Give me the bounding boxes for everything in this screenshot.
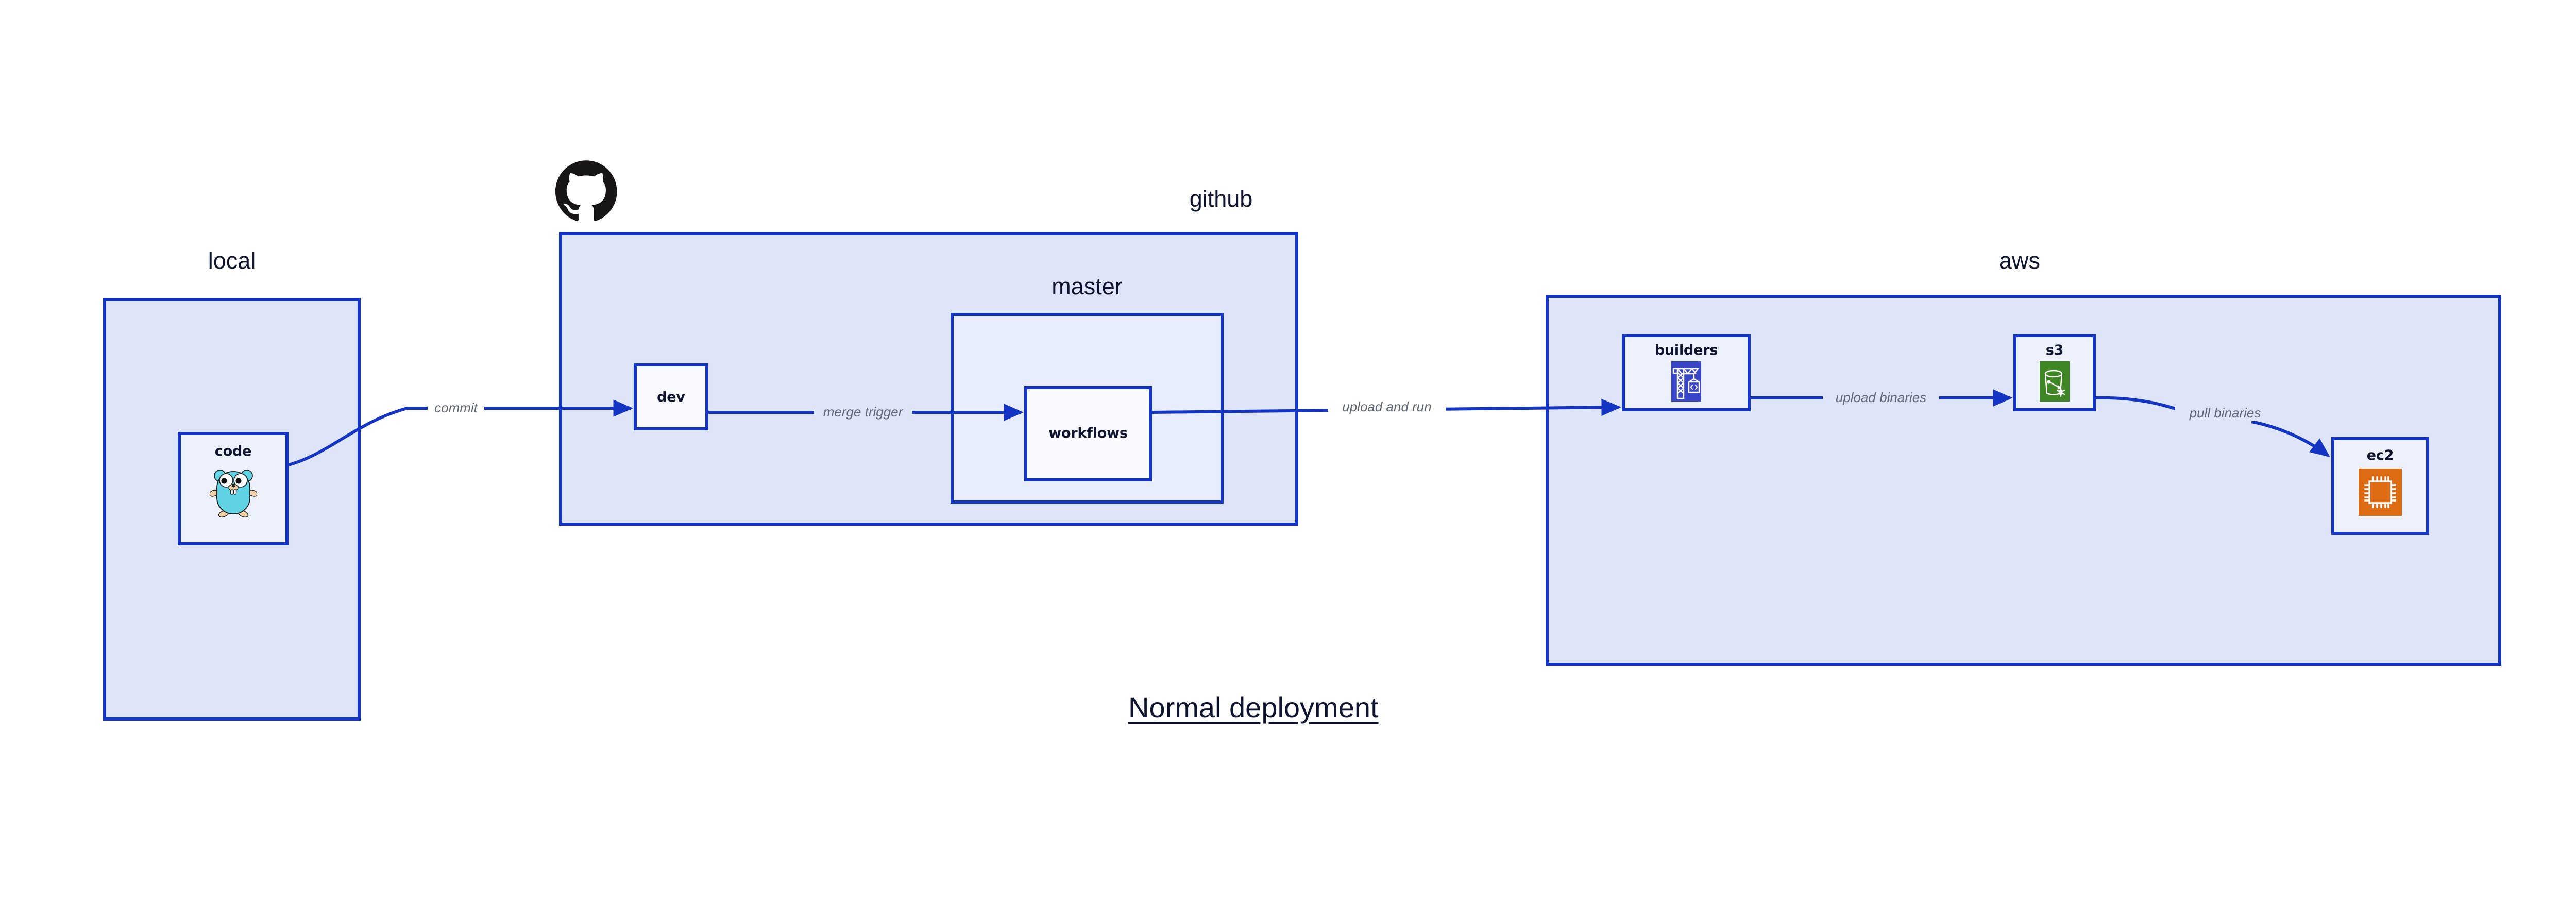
edge-label-commit: commit <box>428 400 484 416</box>
go-gopher-icon <box>209 464 258 521</box>
page-title: Normal deployment <box>1128 691 1379 724</box>
node-label-builders: builders <box>1654 342 1718 358</box>
node-label-ec2: ec2 <box>2366 447 2394 463</box>
container-title-aws: aws <box>1998 247 2041 274</box>
node-builders[interactable]: builders <box>1622 334 1751 411</box>
node-label-s3: s3 <box>2045 342 2064 358</box>
node-label-workflows: workflows <box>1048 425 1128 441</box>
s3-bucket-icon <box>2040 361 2070 404</box>
node-code[interactable]: code <box>178 432 289 545</box>
container-title-github: github <box>1189 186 1253 212</box>
edge-label-upload-binaries: upload binaries <box>1823 390 1939 406</box>
crane-code-icon <box>1671 361 1701 404</box>
edge-label-pull-binaries: pull binaries <box>2175 405 2275 421</box>
node-label-code: code <box>214 443 252 459</box>
node-s3[interactable]: s3 <box>2013 334 2096 411</box>
edge-label-upload-and-run: upload and run <box>1328 399 1446 415</box>
node-dev[interactable]: dev <box>634 363 708 430</box>
cpu-chip-icon <box>2359 469 2402 519</box>
container-title-master: master <box>1052 273 1123 299</box>
node-ec2[interactable]: ec2 <box>2331 437 2429 535</box>
node-label-dev: dev <box>657 389 685 405</box>
edge-label-merge-trigger: merge trigger <box>814 404 912 420</box>
node-workflows[interactable]: workflows <box>1024 386 1152 481</box>
github-octocat-icon <box>555 160 617 222</box>
container-title-local: local <box>208 247 256 274</box>
